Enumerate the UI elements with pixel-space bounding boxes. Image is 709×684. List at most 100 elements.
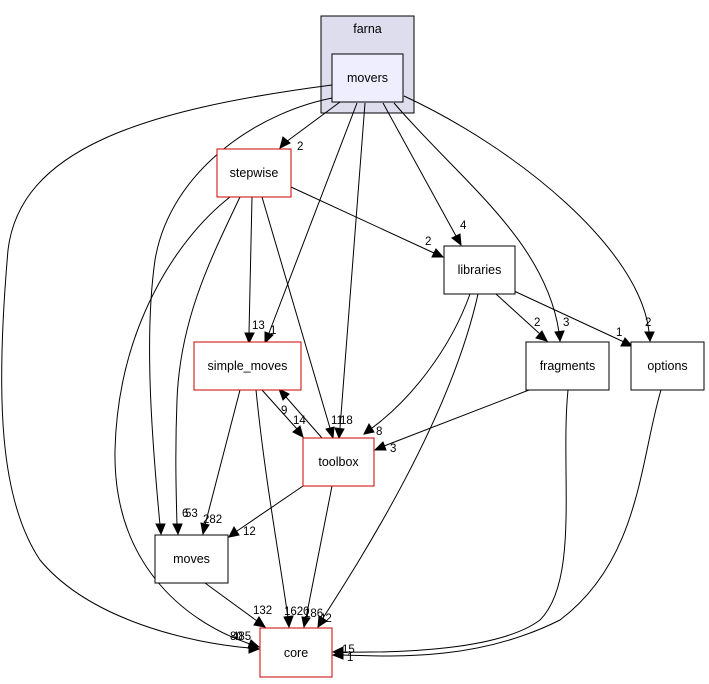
edge-fragments-toolbox-arrow <box>373 441 387 451</box>
edge-movers-simple_moves-arrow <box>264 331 274 345</box>
edge-simple_moves-core-arrow <box>283 615 294 629</box>
edge-fragments-toolbox: 3 <box>373 389 530 455</box>
node-stepwise[interactable]: stepwise <box>216 148 292 198</box>
edge-movers-toolbox-label: 18 <box>340 415 353 427</box>
edge-movers-libraries-arrow <box>451 233 462 247</box>
edge-toolbox-moves: 12 <box>228 485 304 538</box>
node-options[interactable]: options <box>630 341 705 391</box>
node-fragments-label: fragments <box>540 359 596 373</box>
edge-options-core-arrow <box>331 650 344 660</box>
edge-options-core-line <box>341 389 662 657</box>
edge-movers-moves-label: 6 <box>182 508 188 520</box>
edge-simple_moves-moves: 282 <box>200 389 241 536</box>
edge-movers-stepwise-label: 2 <box>297 141 303 153</box>
edge-options-core: 1 <box>331 389 662 664</box>
node-movers-box <box>331 53 404 103</box>
node-stepwise-box <box>216 148 292 198</box>
edge-simple_moves-toolbox-label: 14 <box>293 415 306 427</box>
edge-movers-toolbox-arrow <box>334 427 345 440</box>
edge-simple_moves-moves-label: 282 <box>203 514 222 526</box>
node-toolbox[interactable]: toolbox <box>302 437 375 487</box>
edge-fragments-core-line <box>341 389 569 653</box>
edge-stepwise-libraries: 2 <box>290 186 445 258</box>
edge-toolbox-core-label: 186 <box>304 608 323 620</box>
edge-stepwise-libraries-arrow <box>431 248 445 258</box>
cluster-farna-label: farna <box>353 22 382 36</box>
node-movers[interactable]: movers <box>331 53 404 103</box>
edge-movers-libraries-line <box>382 102 457 237</box>
node-core[interactable]: core <box>259 627 333 678</box>
edge-movers-simple_moves-line <box>268 102 358 334</box>
edge-moves-core: 132 <box>204 582 272 628</box>
edge-stepwise-simple_moves-arrow <box>244 332 255 345</box>
node-simple_moves-label: simple_moves <box>208 359 288 373</box>
edge-moves-core-label: 132 <box>253 605 272 617</box>
node-toolbox-box <box>302 437 375 487</box>
node-simple_moves[interactable]: simple_moves <box>193 341 302 391</box>
node-moves-label: moves <box>173 552 210 566</box>
edge-libraries-options: 1 <box>513 290 634 347</box>
edge-movers-fragments-line <box>393 102 560 333</box>
edge-libraries-fragments-arrow <box>535 330 548 342</box>
edge-options-core-label: 1 <box>347 652 353 664</box>
edge-stepwise-core-arrow <box>247 639 261 649</box>
edge-stepwise-libraries-label: 2 <box>425 236 431 248</box>
edge-libraries-core-label: 42 <box>319 613 332 625</box>
edge-simple_moves-core-label: 1620 <box>284 606 310 618</box>
edge-stepwise-moves-line <box>175 196 241 526</box>
edge-fragments-toolbox-line <box>383 389 530 447</box>
edge-movers-options-arrow <box>644 331 655 343</box>
edge-toolbox-moves-line <box>236 485 304 532</box>
edge-stepwise-toolbox-label: 11 <box>331 415 343 427</box>
edge-stepwise-core-line <box>114 196 251 645</box>
edge-movers-options-label: 2 <box>645 317 651 329</box>
node-options-label: options <box>647 359 687 373</box>
node-options-box <box>630 341 705 391</box>
node-core-label: core <box>284 646 308 660</box>
edge-toolbox-moves-label: 12 <box>243 526 256 538</box>
edge-toolbox-core: 186 <box>301 485 333 629</box>
edge-stepwise-simple_moves-label: 13 <box>252 320 265 332</box>
edge-libraries-fragments-label: 2 <box>534 317 540 329</box>
node-core-box <box>259 627 333 678</box>
edge-movers-moves: 6 <box>149 96 339 536</box>
edge-movers-moves-arrow <box>155 523 166 536</box>
node-moves[interactable]: moves <box>154 534 229 584</box>
edge-movers-fragments: 3 <box>393 102 569 343</box>
node-fragments-box <box>525 341 610 391</box>
edge-toolbox-moves-arrow <box>228 525 240 538</box>
edge-libraries-fragments-line <box>495 293 541 335</box>
node-movers-label: movers <box>347 71 388 85</box>
edge-stepwise-moves-arrow <box>172 523 183 536</box>
edge-libraries-fragments: 2 <box>495 293 548 342</box>
edge-toolbox-simple_moves-label: 9 <box>281 405 287 417</box>
edge-libraries-options-line <box>513 290 625 343</box>
node-fragments[interactable]: fragments <box>525 341 610 391</box>
node-libraries-label: libraries <box>458 263 502 277</box>
edge-simple_moves-toolbox-line <box>261 389 298 430</box>
edge-toolbox-simple_moves-line <box>285 396 323 439</box>
edge-libraries-toolbox: 8 <box>363 293 471 438</box>
edge-toolbox-simple_moves: 9 <box>278 387 323 439</box>
edge-stepwise-toolbox-arrow <box>325 426 335 440</box>
edge-stepwise-core: 485 <box>114 196 261 649</box>
edge-stepwise-libraries-line <box>290 186 435 254</box>
edge-simple_moves-toolbox: 14 <box>261 389 306 438</box>
edge-stepwise-toolbox: 11 <box>261 196 343 440</box>
edge-stepwise-core-label: 485 <box>232 631 251 643</box>
edge-toolbox-core-line <box>305 485 333 619</box>
edge-movers-simple_moves: 1 <box>264 102 358 345</box>
edge-libraries-toolbox-label: 8 <box>376 426 382 438</box>
node-libraries[interactable]: libraries <box>443 245 516 295</box>
edge-stepwise-moves-label: 53 <box>185 508 198 520</box>
edge-movers-stepwise-arrow <box>279 136 291 149</box>
edge-simple_moves-core-line <box>255 389 289 619</box>
edge-moves-core-line <box>204 582 258 622</box>
edge-stepwise-simple_moves: 13 <box>244 196 265 345</box>
edge-movers-fragments-arrow <box>554 330 565 343</box>
edge-movers-core-line <box>1 84 333 649</box>
edge-movers-options: 2 <box>403 95 655 343</box>
edge-movers-simple_moves-label: 1 <box>270 325 276 337</box>
edge-simple_moves-moves-arrow <box>200 522 210 536</box>
